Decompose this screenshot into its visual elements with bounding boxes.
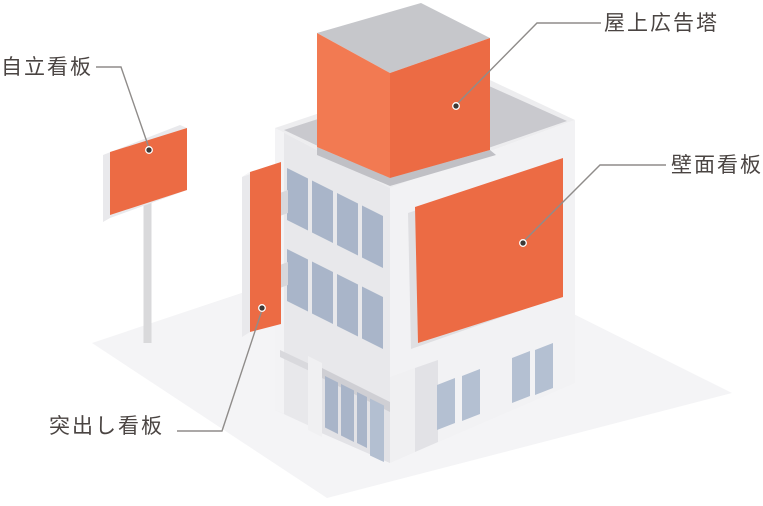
tower-top-face bbox=[317, 3, 490, 73]
rooftop-sign-tower bbox=[317, 3, 496, 186]
leader-dot-rooftop bbox=[452, 102, 460, 110]
storefront-glass bbox=[325, 376, 338, 434]
window-pane bbox=[362, 205, 383, 268]
window-row-3f bbox=[287, 168, 383, 268]
window-pane bbox=[337, 274, 358, 337]
tower-roof-shadow bbox=[317, 147, 390, 186]
label-projecting-sign: 突出し看板 bbox=[49, 415, 164, 438]
tower-roof-shadow bbox=[390, 150, 496, 186]
window-pane bbox=[287, 249, 308, 312]
label-rooftop-sign: 屋上広告塔 bbox=[604, 12, 719, 35]
freestanding-sign bbox=[103, 125, 187, 343]
window-pane bbox=[437, 378, 455, 430]
storefront-glass bbox=[341, 384, 354, 442]
label-wall-sign: 壁面看板 bbox=[671, 154, 763, 177]
projecting-sign-face bbox=[250, 162, 281, 332]
window-pane bbox=[535, 343, 553, 395]
window-pane bbox=[462, 369, 480, 421]
leader-rooftop bbox=[455, 22, 601, 106]
right-wall-windows bbox=[437, 343, 553, 430]
window-pane bbox=[312, 261, 333, 324]
projecting-sign bbox=[242, 162, 288, 337]
leader-dot-freestanding bbox=[145, 146, 153, 154]
leader-projecting bbox=[177, 309, 263, 432]
ground-floor bbox=[280, 350, 438, 463]
tower-right-face bbox=[390, 38, 490, 178]
label-freestanding-sign: 自立看板 bbox=[1, 56, 93, 79]
storefront-glass bbox=[357, 392, 367, 448]
wall-sign-face bbox=[415, 158, 563, 343]
recess-pillar-left bbox=[308, 356, 322, 437]
leader-lines bbox=[96, 22, 666, 432]
window-pane bbox=[337, 193, 358, 256]
corner-pillar bbox=[390, 368, 415, 463]
tower-left-face bbox=[317, 33, 390, 178]
window-row-2f bbox=[287, 249, 383, 349]
leader-wall bbox=[522, 164, 666, 243]
entrance-side-recess bbox=[415, 360, 438, 452]
entrance-door-glass bbox=[370, 398, 384, 462]
window-pane bbox=[362, 286, 383, 349]
window-pane bbox=[312, 180, 333, 243]
window-pane bbox=[512, 351, 530, 403]
sign-pole bbox=[143, 195, 152, 343]
leader-dot-wall bbox=[519, 239, 527, 247]
leader-dot-projecting bbox=[258, 304, 266, 312]
window-pane bbox=[287, 168, 308, 231]
wall-sign bbox=[408, 158, 563, 349]
projecting-sign-side bbox=[242, 172, 250, 337]
leader-freestanding bbox=[96, 66, 150, 149]
freestanding-sign-face bbox=[110, 128, 187, 215]
